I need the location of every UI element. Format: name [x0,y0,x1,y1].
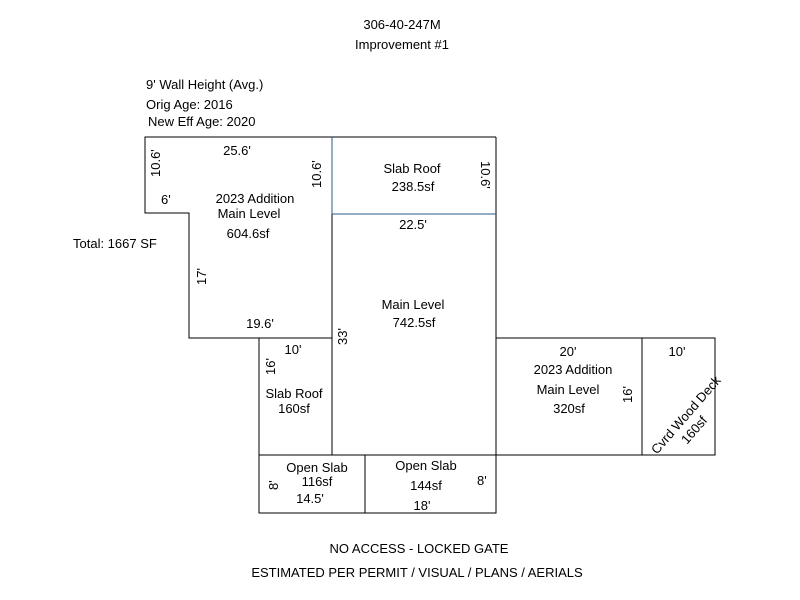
dim-17: 17' [194,268,209,285]
dim-8-right: 8' [477,473,487,488]
addition-main-level: Main Level [217,206,281,221]
dim-10-6-right: 10.6' [478,161,493,189]
main-level-outline [331,213,497,456]
eff-age: New Eff Age: 2020 [148,114,256,129]
dim-10-deck: 10' [668,344,686,359]
dim-14-5: 14.5' [296,491,324,506]
dim-33: 33' [335,328,350,345]
footer-access-note: NO ACCESS - LOCKED GATE [329,541,509,556]
open-slab-left-name: Open Slab [286,460,348,475]
dim-19-6: 19.6' [246,316,274,331]
dim-10-6-left: 10.6' [148,149,163,177]
addition-right-sf: 320sf [553,401,585,416]
slab-roof-top-name: Slab Roof [383,161,441,176]
total-area: Total: 1667 SF [73,236,157,251]
deck-outline [641,337,716,456]
parcel-number: 306-40-247M [363,17,441,32]
orig-age: Orig Age: 2016 [146,97,233,112]
addition-main-sf: 604.6sf [226,226,270,241]
main-level-sf: 742.5sf [392,315,436,330]
slab-roof-small-name: Slab Roof [265,386,323,401]
improvement-title: Improvement #1 [355,37,449,52]
addition-right-name: 2023 Addition [533,362,613,377]
open-slab-mid-name: Open Slab [395,458,457,473]
dim-10-small: 10' [284,342,302,357]
open-slab-mid-sf: 144sf [410,478,442,493]
dim-25-6: 25.6' [223,143,251,158]
dim-16-right: 16' [620,386,635,403]
open-slab-mid-outline [364,454,497,514]
dim-22-5: 22.5' [399,217,427,232]
footer-estimation-note: ESTIMATED PER PERMIT / VISUAL / PLANS / … [251,565,583,580]
wall-height: 9' Wall Height (Avg.) [146,77,264,92]
slab-roof-top-sf: 238.5sf [391,179,435,194]
addition-right-level: Main Level [536,382,600,397]
dim-10-6-mid: 10.6' [309,160,324,188]
addition-main-name: 2023 Addition [215,191,295,206]
dim-6: 6' [161,192,171,207]
main-level-name: Main Level [381,297,445,312]
slab-roof-small-sf: 160sf [278,401,310,416]
dim-8-left: 8' [266,480,281,490]
dim-18: 18' [413,498,431,513]
dim-20: 20' [559,344,577,359]
open-slab-left-sf: 116sf [301,474,333,489]
dim-16-small: 16' [263,358,278,375]
